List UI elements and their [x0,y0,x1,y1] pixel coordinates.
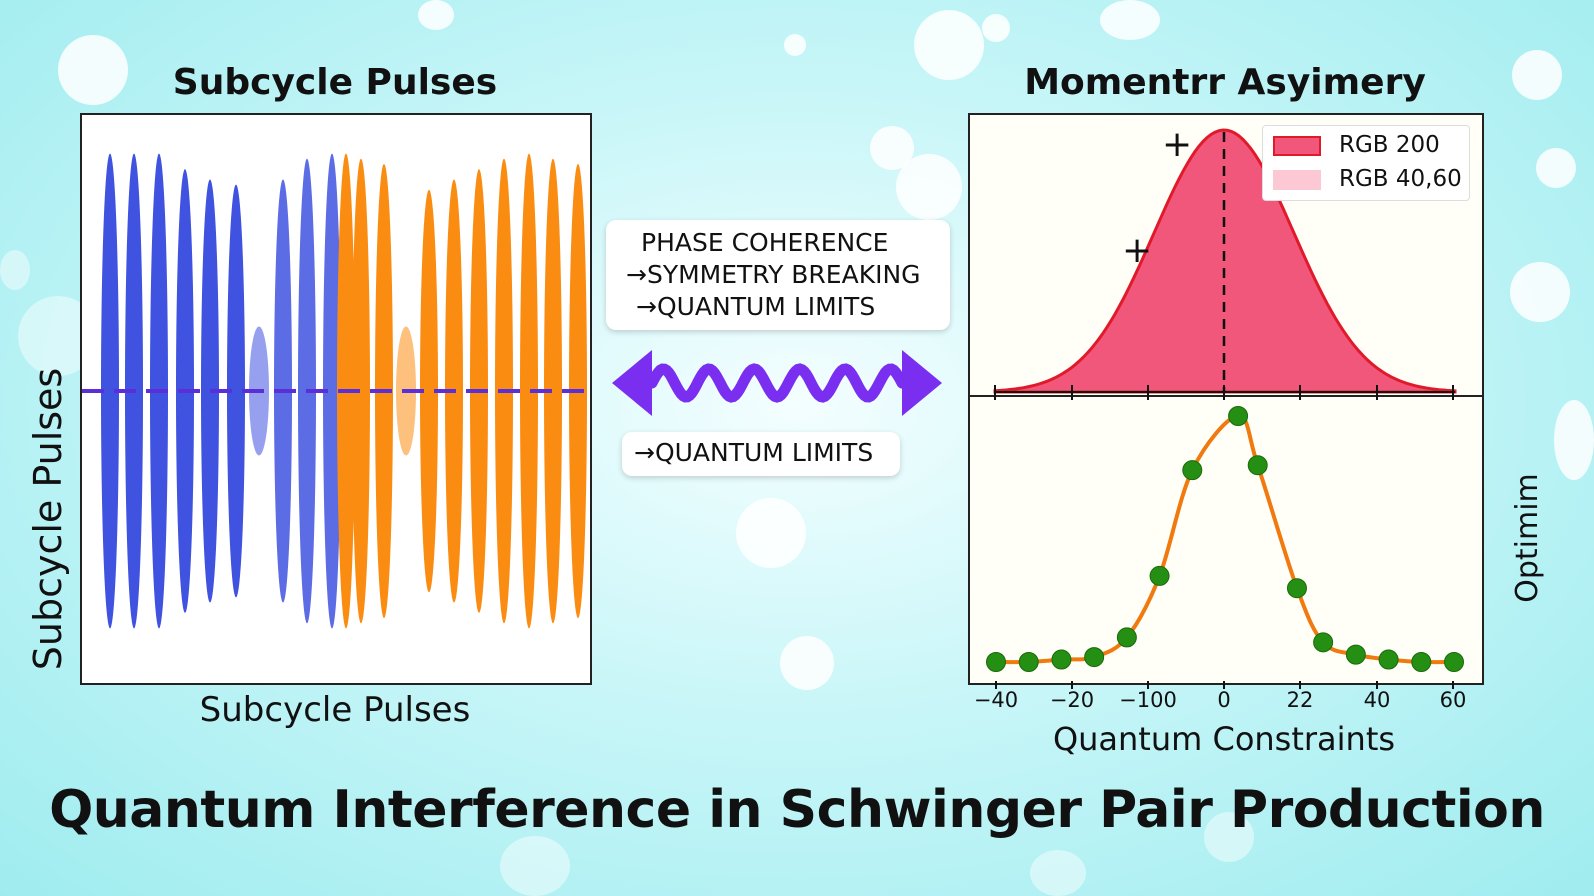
bubble [0,250,30,290]
blue-pulse [323,153,341,629]
bubble [1512,50,1562,100]
callout-line: PHASE COHERENCE [641,228,889,257]
legend-label: RGB 40,60 [1339,166,1462,192]
bubble [1030,850,1086,896]
bubble [982,14,1010,42]
bubble [1204,812,1254,862]
data-point [1228,406,1249,426]
blue-pulse [227,184,245,598]
data-point [1378,649,1399,670]
callout-line: →QUANTUM LIMITS [636,292,876,321]
bubble [784,34,806,56]
data-point [1286,578,1307,599]
data-point [1182,460,1203,481]
wave-line [646,363,908,403]
bubble [914,10,984,80]
top-axis-ticks [994,385,1455,400]
constraint-plot-frame [968,395,1484,685]
legend-swatch-light [1273,170,1321,190]
orange-pulse [520,153,538,629]
x-tick-label: 22 [1286,688,1314,712]
data-point [986,652,1006,672]
concept-callout: PHASE COHERENCE →SYMMETRY BREAKING →QUAN… [606,220,950,330]
wave-arrow [612,350,942,416]
orange-pulse [544,158,562,624]
bubble [1536,148,1576,188]
right-arrowhead [902,350,942,416]
bubble [780,636,834,690]
data-point [1084,647,1105,668]
bubble [1510,262,1570,322]
data-point [1018,652,1039,672]
bubble [736,498,806,568]
x-tick-label: 60 [1439,688,1467,712]
right-chart-title: Momentrr Asyimery [1024,62,1426,103]
x-tick-label: −40 [973,688,1019,712]
left-arrowhead [612,350,652,416]
plus-marker: + [1162,124,1193,165]
right-x-axis-label: Quantum Constraints [1052,720,1396,758]
x-tick-label: −100 [1119,688,1177,712]
data-point [1247,455,1268,476]
bottom-axis-ticks [995,681,1454,689]
orange-pulse [420,189,438,593]
data-point [1051,649,1072,670]
bubble [896,154,962,220]
x-tick-label: −20 [1049,688,1095,712]
data-markers [986,406,1464,672]
orange-pulse [352,158,370,624]
data-point [1345,644,1366,665]
limits-callout: →QUANTUM LIMITS [622,432,900,476]
blue-pulse [101,153,119,629]
data-point [1411,652,1432,672]
fit-curve [995,414,1455,665]
right-y-axis-label: Optimim [1510,473,1545,603]
left-x-axis-label: Subcycle Pulses [199,690,471,730]
callout-line: →QUANTUM LIMITS [634,438,874,467]
legend-label: RGB 200 [1339,132,1440,158]
data-point [1313,632,1334,653]
plus-marker: + [1122,230,1153,271]
left-chart-title: Subcycle Pulses [172,62,498,103]
x-tick-label: 0 [1217,688,1231,712]
x-tick-label: 40 [1363,688,1391,712]
legend-swatch-dark [1273,136,1321,156]
bubble [1100,0,1160,40]
left-y-axis-label: Subcycle Pulses [26,367,70,671]
legend: RGB 200 RGB 40,60 [1262,125,1470,201]
main-title: Quantum Interference in Schwinger Pair P… [49,780,1545,840]
data-point [1116,627,1137,648]
callout-line: →SYMMETRY BREAKING [626,260,921,289]
bubble [500,836,570,896]
bubble [58,35,128,105]
bubble [418,0,454,30]
data-point [1149,565,1170,586]
data-point [1444,652,1464,672]
bubble [1554,400,1594,480]
